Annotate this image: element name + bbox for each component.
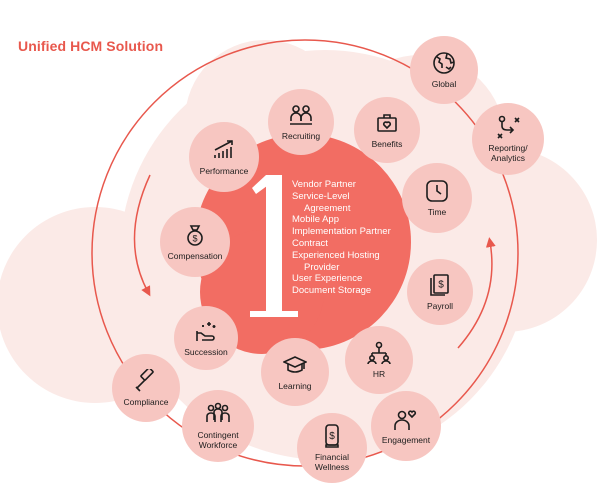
right-cycle-arrow [457, 237, 496, 349]
node-compliance[interactable]: Compliance [112, 354, 180, 422]
node-label: Compensation [167, 251, 223, 261]
center-item: Vendor Partner [292, 179, 356, 190]
node-label: Performance [199, 166, 249, 176]
node-label: Benefits [371, 139, 403, 149]
graduation-cap-icon [283, 356, 307, 373]
node-engagement[interactable]: Engagement [371, 391, 441, 461]
svg-text:$: $ [438, 280, 444, 291]
node-learning[interactable]: Learning [261, 338, 329, 406]
center-feature-list: Vendor Partner Service-Level Agreement M… [292, 179, 391, 297]
team-icon [206, 402, 230, 422]
clock-icon [426, 180, 448, 202]
gavel-icon [135, 369, 154, 392]
node-compensation[interactable]: $ Compensation [160, 207, 230, 277]
center-item: Document Storage [292, 285, 372, 297]
center-item: Mobile App [292, 214, 340, 226]
center-item: Provider [304, 261, 340, 273]
node-contingent-workforce[interactable]: Contingent Workforce [182, 390, 254, 462]
node-reporting-analytics[interactable]: Reporting/ Analytics [472, 103, 544, 175]
node-label: Global [431, 79, 457, 89]
node-label: HR [372, 369, 386, 379]
node-label: Recruiting [281, 131, 321, 141]
center-item: Agreement [304, 202, 351, 214]
briefcase-heart-icon [377, 114, 397, 132]
center-item: Contract [292, 237, 328, 249]
node-global[interactable]: Global [410, 36, 478, 104]
node-label: Time [427, 207, 447, 217]
org-chart-icon [367, 341, 391, 365]
money-bag-icon: $ [187, 225, 203, 246]
svg-text:$: $ [329, 431, 335, 442]
node-financial-wellness[interactable]: $ Financial Wellness [297, 413, 367, 483]
node-recruiting[interactable]: Recruiting [268, 89, 334, 155]
node-hr[interactable]: HR [345, 326, 413, 394]
center-item: Implementation Partner [292, 226, 391, 238]
svg-text:$: $ [192, 234, 197, 244]
node-performance[interactable]: Performance [189, 122, 259, 192]
node-label: Financial Wellness [314, 452, 350, 472]
center-item: User Experience [292, 273, 363, 285]
strategy-icon [497, 115, 520, 139]
node-label: Engagement [381, 435, 431, 445]
diagram-title: Unified HCM Solution [18, 38, 164, 54]
center-item: Experienced Hosting [292, 249, 380, 261]
numeral-one [250, 175, 298, 317]
center-item: Service-Level [292, 190, 350, 202]
node-time[interactable]: Time [402, 163, 472, 233]
left-cycle-arrow [133, 174, 151, 297]
people-icon [290, 105, 312, 125]
globe-icon [433, 52, 455, 74]
node-label: Learning [278, 381, 312, 391]
paycheck-icon: $ [430, 274, 449, 296]
hand-sparkles-icon [196, 322, 216, 341]
node-label: Reporting/ Analytics [488, 143, 528, 163]
node-label: Succession [184, 347, 228, 357]
node-label: Payroll [427, 301, 453, 311]
node-succession[interactable]: Succession [174, 306, 238, 370]
node-label: Compliance [123, 397, 169, 407]
node-label: Contingent Workforce [197, 430, 239, 450]
person-heart-icon [394, 410, 417, 430]
coin-icon: $ [325, 424, 339, 448]
node-payroll[interactable]: $ Payroll [407, 259, 473, 325]
growth-chart-icon [214, 140, 233, 158]
node-benefits[interactable]: Benefits [354, 97, 420, 163]
